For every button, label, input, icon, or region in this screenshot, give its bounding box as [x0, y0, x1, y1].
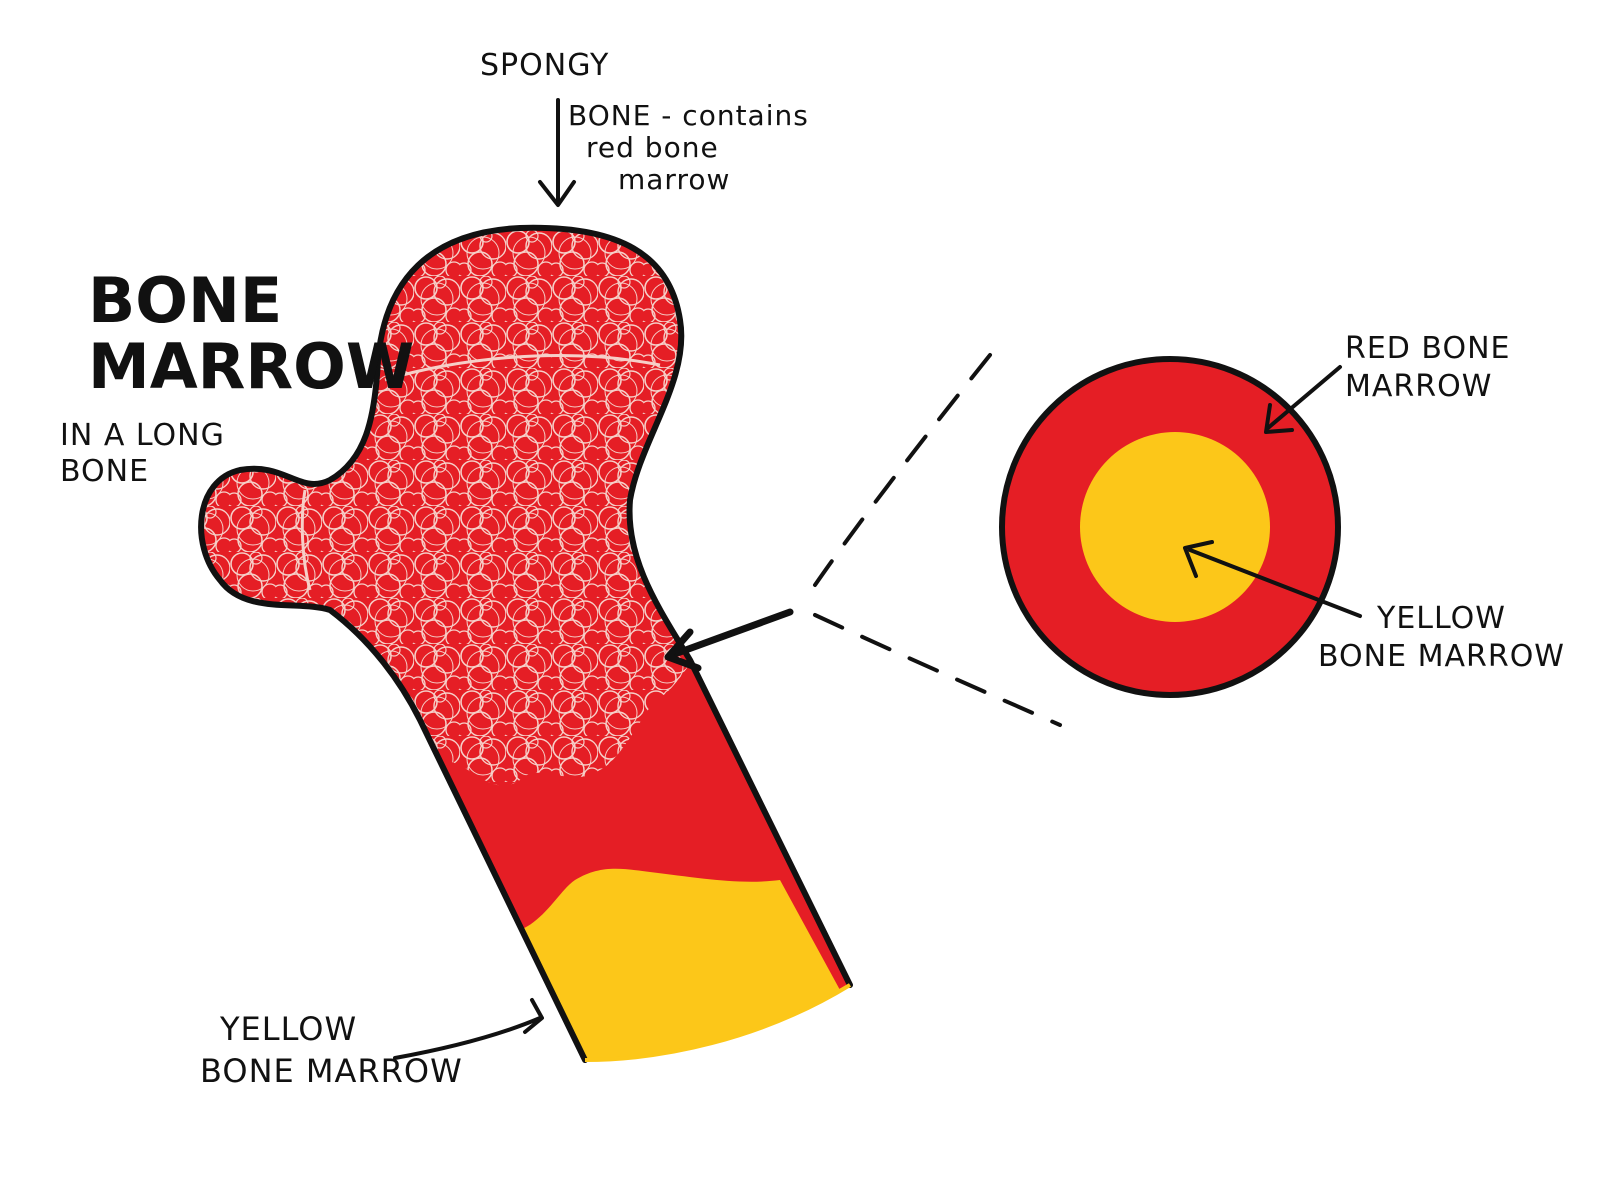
subtitle-line-2: BONE [60, 454, 150, 489]
title-line-1: BONE [88, 264, 283, 337]
yellow-marrow-core [1080, 432, 1270, 622]
spongy-label-line-2: BONE - contains [568, 99, 809, 132]
spongy-label-line-3: red bone [586, 131, 719, 164]
arrows [393, 98, 1362, 1060]
zoom-line-lower [813, 613, 1062, 727]
cross-section [999, 356, 1341, 698]
zoom-lines [813, 353, 1062, 727]
red-marrow-label-line-1: RED BONE [1345, 331, 1511, 366]
red-marrow-label-line-2: MARROW [1345, 369, 1493, 404]
arrow-yellow-core [1183, 540, 1362, 618]
yellow-marrow-shaft-label: YELLOW BONE MARROW [200, 1008, 463, 1092]
subtitle-line-1: IN A LONG [60, 418, 225, 453]
zoom-line-upper [813, 353, 992, 587]
title-line-2: MARROW [88, 330, 415, 403]
arrow-red-ring [1264, 365, 1342, 434]
bone-cut-edge [584, 983, 852, 1062]
epiphyseal-line [384, 354, 661, 382]
yellow-marrow-core-label: YELLOW BONE MARROW [1318, 600, 1565, 676]
yellow-shaft-label-line-2: BONE MARROW [200, 1052, 463, 1090]
diagram-subtitle: IN A LONG BONE [60, 418, 225, 490]
yellow-shaft-label-line-1: YELLOW [220, 1010, 358, 1048]
diagram-title: BONE MARROW [88, 268, 414, 400]
arrow-section-to-bone [664, 608, 794, 672]
yellow-core-label-line-2: BONE MARROW [1318, 639, 1565, 674]
red-marrow-label: RED BONE MARROW [1345, 330, 1511, 406]
spongy-label-heading: SPONGY [480, 48, 610, 83]
trochanter-line [300, 489, 312, 591]
arrow-yellow-shaft [393, 998, 544, 1060]
bone-outline [198, 224, 853, 1063]
arrow-spongy [538, 98, 576, 207]
spongy-label-line-4: marrow [618, 163, 731, 196]
spongy-label-description: BONE - contains red bone marrow [568, 100, 809, 196]
yellow-core-label-line-1: YELLOW [1377, 601, 1506, 636]
